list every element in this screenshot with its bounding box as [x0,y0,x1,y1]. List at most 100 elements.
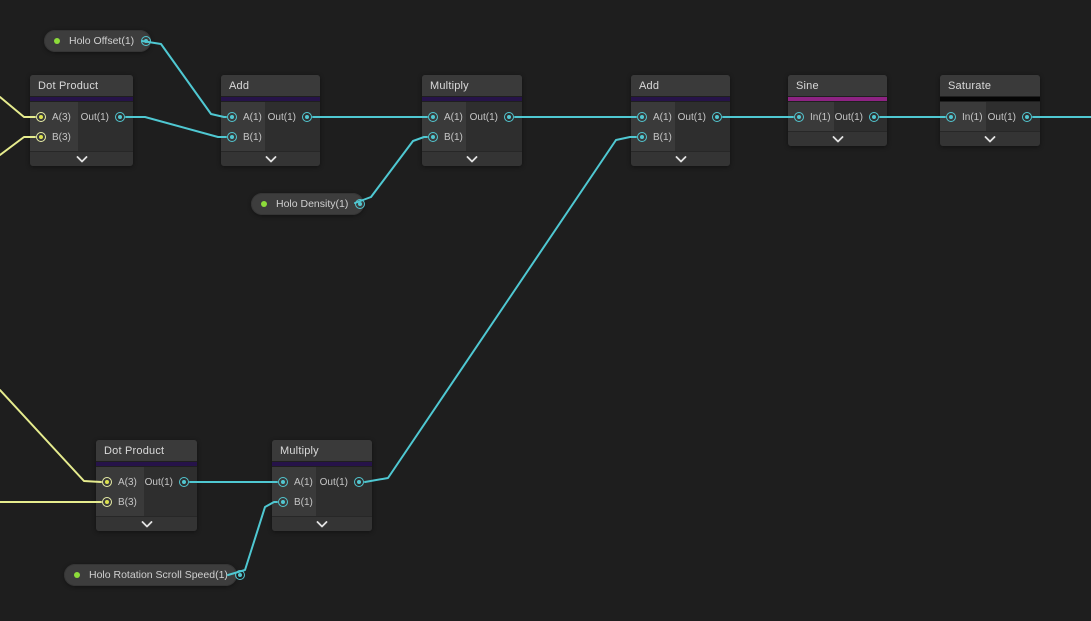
collapse-button[interactable] [221,151,320,166]
collapse-button[interactable] [30,151,133,166]
chevron-down-icon [675,155,686,162]
collapse-button[interactable] [940,131,1040,146]
collapse-button[interactable] [631,151,730,166]
input-port-label: A(3) [118,476,137,488]
node-title-bar[interactable]: Add [221,75,320,96]
input-port-b[interactable] [637,132,647,142]
chevron-down-icon [984,135,996,142]
collapse-button[interactable] [788,131,887,146]
wire-cyan[interactable] [227,501,278,576]
node-title-bar[interactable]: Dot Product [96,440,197,461]
input-port-b-dot [640,135,644,139]
node-title-bar[interactable]: Add [631,75,730,96]
input-port-a[interactable] [428,112,438,122]
output-port[interactable] [1022,112,1032,122]
input-port-row: A(1) [422,107,522,127]
output-port-row: Out(1) [272,472,372,492]
chevron-down-icon [141,520,152,527]
input-port-i-dot [797,115,801,119]
property-output-port[interactable] [141,36,152,46]
node-title-label: Add [639,79,660,92]
node-title-bar[interactable]: Dot Product [30,75,133,96]
wire-cyan[interactable] [364,136,637,483]
property-output-port[interactable] [355,199,366,209]
input-port-a-dot [431,115,435,119]
input-port-label: B(1) [653,131,672,143]
output-port[interactable] [354,477,364,487]
wire-cyan[interactable] [141,40,227,118]
input-port-a[interactable] [102,477,112,487]
node-title-label: Sine [796,79,819,92]
node-title-label: Multiply [280,444,319,457]
node-body: Out(1)A(1)B(1) [631,102,730,151]
input-port-b[interactable] [428,132,438,142]
output-port[interactable] [712,112,722,122]
input-port-i[interactable] [794,112,804,122]
node-title-bar[interactable]: Saturate [940,75,1040,96]
property-node-holo-density[interactable]: Holo Density(1) [251,193,366,215]
input-port-label: B(3) [118,496,137,508]
output-port-dot [507,115,511,119]
input-port-row: A(3) [96,472,197,492]
node-accent-bar [272,461,372,467]
wire-cyan[interactable] [354,136,428,204]
input-port-row: B(3) [96,492,197,512]
wire-yellow[interactable] [0,389,102,483]
input-port-a[interactable] [227,112,237,122]
input-port-b[interactable] [227,132,237,142]
property-output-port[interactable] [234,570,245,580]
input-port-row: In(1) [788,107,887,127]
node-title-bar[interactable]: Multiply [272,440,372,461]
input-port-a[interactable] [278,477,288,487]
input-column-background [272,467,316,516]
property-node-holo-offset[interactable]: Holo Offset(1) [44,30,152,52]
output-port[interactable] [869,112,879,122]
input-port-b[interactable] [36,132,46,142]
chevron-down-icon [76,155,87,162]
collapse-button[interactable] [96,516,197,531]
output-port-label: Out(1) [987,111,1016,123]
node-body: Out(1)A(3)B(3) [30,102,133,151]
output-port-dot [118,115,122,119]
node-title-bar[interactable]: Multiply [422,75,522,96]
input-port-a[interactable] [637,112,647,122]
input-port-label: In(1) [962,111,983,123]
chevron-down-icon [265,155,276,162]
input-port-b-dot [105,500,109,504]
input-port-b[interactable] [102,497,112,507]
input-port-row: B(1) [221,127,320,147]
collapse-button[interactable] [272,516,372,531]
input-port-row: In(1) [940,107,1040,127]
output-port[interactable] [115,112,125,122]
input-column-background [30,102,78,151]
node-body: Out(1)In(1) [788,102,887,131]
property-node-holo-rotation-scroll-speed[interactable]: Holo Rotation Scroll Speed(1) [64,564,245,586]
node-accent-bar [422,96,522,102]
output-port-label: Out(1) [319,476,348,488]
input-port-b[interactable] [278,497,288,507]
node-title-bar[interactable]: Sine [788,75,887,96]
output-port[interactable] [179,477,189,487]
output-port[interactable] [504,112,514,122]
input-port-row: B(1) [631,127,730,147]
wire-cyan[interactable] [125,116,227,138]
input-port-i[interactable] [946,112,956,122]
output-port-row: Out(1) [940,107,1040,127]
property-exposed-dot-icon [74,572,80,578]
output-port[interactable] [302,112,312,122]
input-port-a[interactable] [36,112,46,122]
collapse-button[interactable] [422,151,522,166]
node-body: Out(1)A(1)B(1) [221,102,320,151]
input-port-row: A(3) [30,107,133,127]
input-port-a-dot [281,480,285,484]
input-port-b-dot [39,135,43,139]
